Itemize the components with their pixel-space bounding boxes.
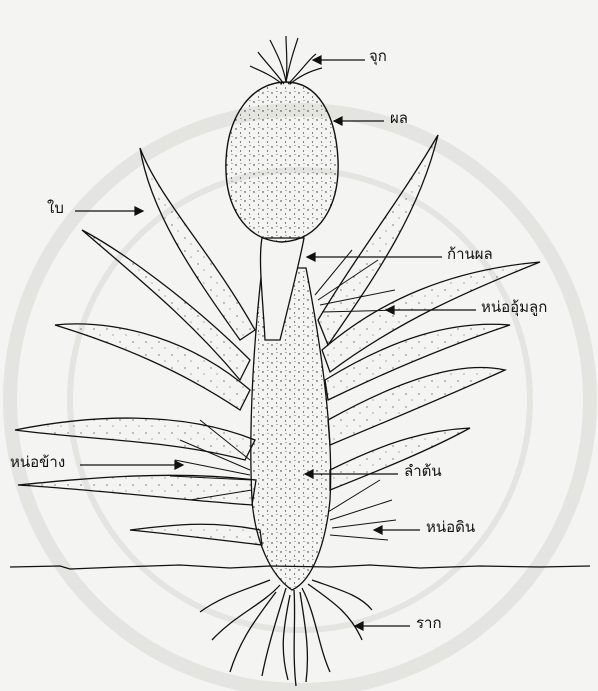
roots [200,580,372,686]
label-crown: จุก [369,49,387,64]
label-slip: หน่ออุ้มลูก [481,300,547,315]
label-ground-sucker: หน่อดิน [426,520,475,535]
fruit [226,82,338,242]
label-peduncle: ก้านผล [447,247,493,262]
label-root: ราก [416,616,442,631]
label-leaf: ใบ [47,201,64,216]
label-fruit: ผล [390,111,408,126]
label-side-sucker: หน่อข้าง [10,455,65,470]
stem [251,268,331,590]
crown [250,36,322,84]
label-stem: ลำต้น [404,464,442,479]
